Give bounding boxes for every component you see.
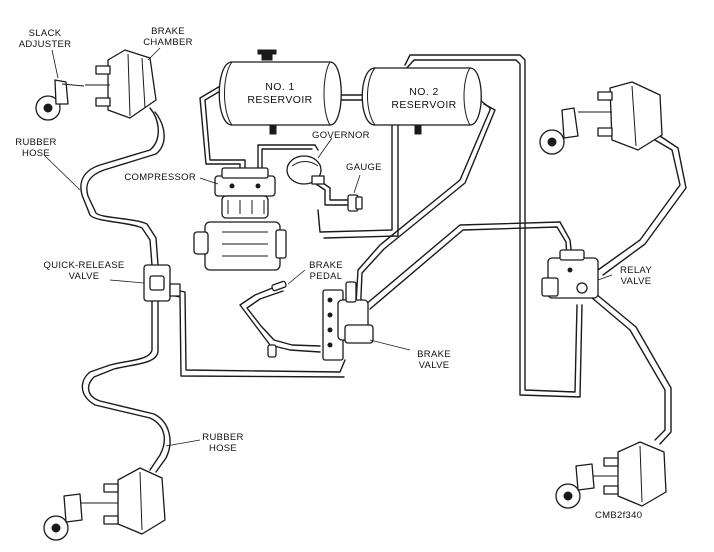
governor [286, 155, 325, 185]
label-compressor: COMPRESSOR [124, 172, 196, 183]
leader-lines [43, 47, 613, 447]
label-governor: GOVERNOR [312, 130, 370, 141]
brake-chamber-top-left [85, 49, 157, 119]
gauge [347, 194, 363, 212]
reservoir-no-2 [361, 67, 482, 135]
relay-valve [541, 249, 599, 299]
slack-adjuster-top-left [35, 79, 85, 121]
slack-adjuster-bottom-left [43, 493, 83, 541]
slack-adjuster-bottom-right [555, 463, 595, 509]
brake-pedal [267, 280, 287, 358]
compressor [193, 167, 287, 271]
brake-valve [322, 281, 374, 361]
label-gauge: GAUGE [346, 162, 382, 173]
brake-chamber-top-right [578, 81, 663, 151]
reservoir-no-1 [218, 49, 342, 135]
quick-release-valve [143, 264, 181, 302]
label-figure-code: CMB2f340 [595, 510, 642, 521]
brake-chamber-bottom-right [586, 441, 667, 507]
brake-chamber-bottom-left [80, 467, 166, 535]
slack-adjuster-top-right [539, 107, 579, 155]
